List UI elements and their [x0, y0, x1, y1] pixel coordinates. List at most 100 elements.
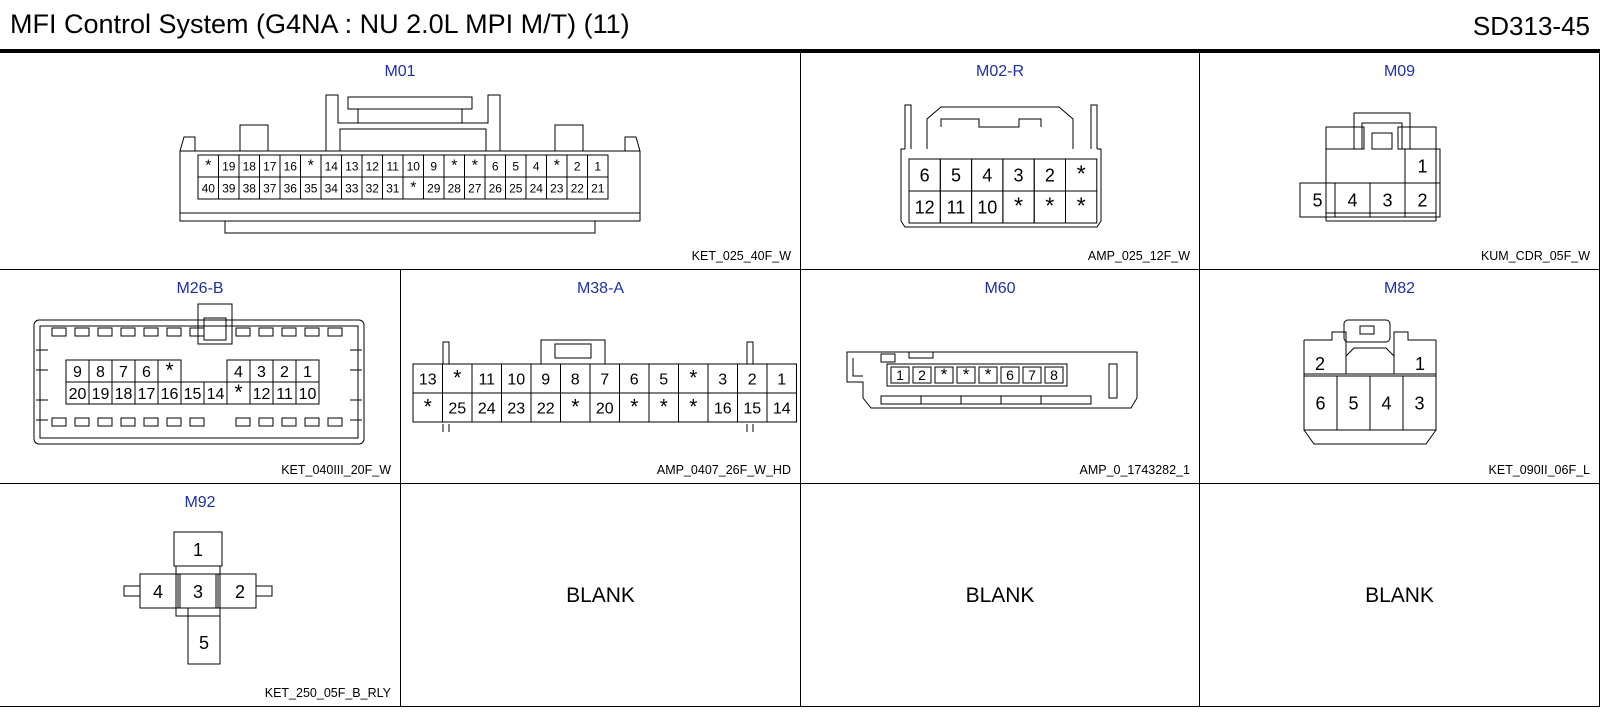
pin-number: 2 — [1045, 165, 1055, 185]
m92-pin: 2 — [235, 582, 245, 602]
pin-number: * — [410, 179, 416, 196]
pin-number: 24 — [478, 400, 496, 417]
pin-number: * — [308, 157, 314, 174]
pin-number: 16 — [714, 400, 732, 417]
latch-rib — [120, 327, 136, 337]
latch-rib — [327, 327, 343, 337]
pin-cell — [1044, 366, 1064, 384]
pin-number: 1 — [594, 159, 601, 173]
pin-number: 4 — [533, 159, 540, 173]
pin-number: 13 — [345, 159, 359, 173]
pin-number: * — [689, 366, 697, 389]
pin-number: 16 — [284, 159, 298, 173]
pin-number: 38 — [243, 181, 257, 195]
pin-number: * — [963, 365, 970, 384]
pin-number: 26 — [489, 181, 503, 195]
pin-number: 3 — [1382, 190, 1392, 210]
pin-number: 19 — [222, 159, 236, 173]
diagram-title: MFI Control System (G4NA : NU 2.0L MPI M… — [10, 9, 630, 39]
blank-label: BLANK — [566, 584, 635, 607]
pin-cell — [912, 366, 932, 384]
pin-number: 8 — [96, 364, 105, 381]
pin-number: 11 — [276, 386, 293, 403]
pin-number: 1 — [1415, 354, 1425, 374]
pin-cell — [1000, 366, 1020, 384]
latch-rib — [120, 417, 136, 427]
connector-label: M26-B — [176, 280, 224, 297]
pin-number: * — [1014, 192, 1023, 218]
pin-number: 20 — [69, 386, 87, 403]
pin-number: 3 — [718, 371, 727, 388]
pin-number: 13 — [419, 371, 437, 388]
pin-number: 2 — [1315, 354, 1325, 374]
pin-number: 10 — [507, 371, 525, 388]
pin-number: * — [630, 395, 638, 418]
pin-number: 18 — [115, 386, 133, 403]
diagram-header: MFI Control System (G4NA : NU 2.0L MPI M… — [0, 0, 1600, 49]
pin-cell — [766, 392, 797, 423]
pin-cell — [1402, 375, 1437, 431]
connector-label: M92 — [184, 494, 216, 511]
pin-number: 11 — [947, 197, 966, 217]
part-number: KET_040III_20F_W — [281, 463, 391, 477]
pin-number: * — [660, 395, 668, 418]
pin-number: 37 — [263, 181, 277, 195]
pin-number: 7 — [1028, 367, 1036, 383]
pin-number: 23 — [507, 400, 525, 417]
pin-number: * — [205, 157, 211, 174]
pin-number: 2 — [574, 159, 581, 173]
pin-number: 17 — [138, 386, 156, 403]
pin-number: 14 — [325, 159, 339, 173]
pin-number: * — [985, 365, 992, 384]
pin-number: 6 — [630, 371, 639, 388]
pin-number: 6 — [1006, 367, 1014, 383]
connector-label: M60 — [984, 280, 1016, 297]
latch-rib — [235, 327, 251, 337]
connector-label: M01 — [384, 63, 416, 80]
pin-number: 17 — [263, 159, 277, 173]
pin-number: 40 — [202, 181, 216, 195]
pin-number: 25 — [509, 181, 523, 195]
pin-number: * — [424, 395, 432, 418]
pin-number: 12 — [366, 159, 380, 173]
connector-label: M09 — [1383, 63, 1416, 80]
sheet-code: SD313-45 — [1472, 11, 1590, 41]
latch-rib — [235, 417, 251, 427]
pin-number: 35 — [304, 181, 318, 195]
pin-number: 27 — [468, 181, 482, 195]
pin-number: 19 — [92, 386, 110, 403]
latch-rib — [51, 417, 67, 427]
pin-number: 5 — [1348, 393, 1358, 413]
pin-number: 6 — [1315, 393, 1325, 413]
pin-number: 12 — [253, 386, 271, 403]
blank-label: BLANK — [1365, 584, 1434, 607]
pin-number: 9 — [541, 371, 550, 388]
pin-number: 5 — [1312, 190, 1322, 210]
pin-number: * — [472, 157, 478, 174]
pin-number: 34 — [325, 181, 339, 195]
pin-number: 5 — [659, 371, 668, 388]
pin-number: * — [234, 381, 242, 404]
latch-rib — [304, 417, 320, 427]
pin-cell — [295, 381, 320, 405]
part-number: KET_090II_06F_L — [1488, 463, 1590, 477]
part-number: KET_025_40F_W — [691, 249, 791, 263]
pin-number: 33 — [345, 181, 359, 195]
pin-number: * — [1045, 192, 1054, 218]
pin-number: 28 — [448, 181, 462, 195]
pin-number: 18 — [243, 159, 257, 173]
pin-number: 4 — [234, 364, 243, 381]
latch-rib — [143, 417, 159, 427]
pin-number: 8 — [571, 371, 580, 388]
pin-number: 32 — [366, 181, 380, 195]
part-number: AMP_0_1743282_1 — [1079, 463, 1190, 477]
pin-number: 11 — [478, 371, 495, 388]
